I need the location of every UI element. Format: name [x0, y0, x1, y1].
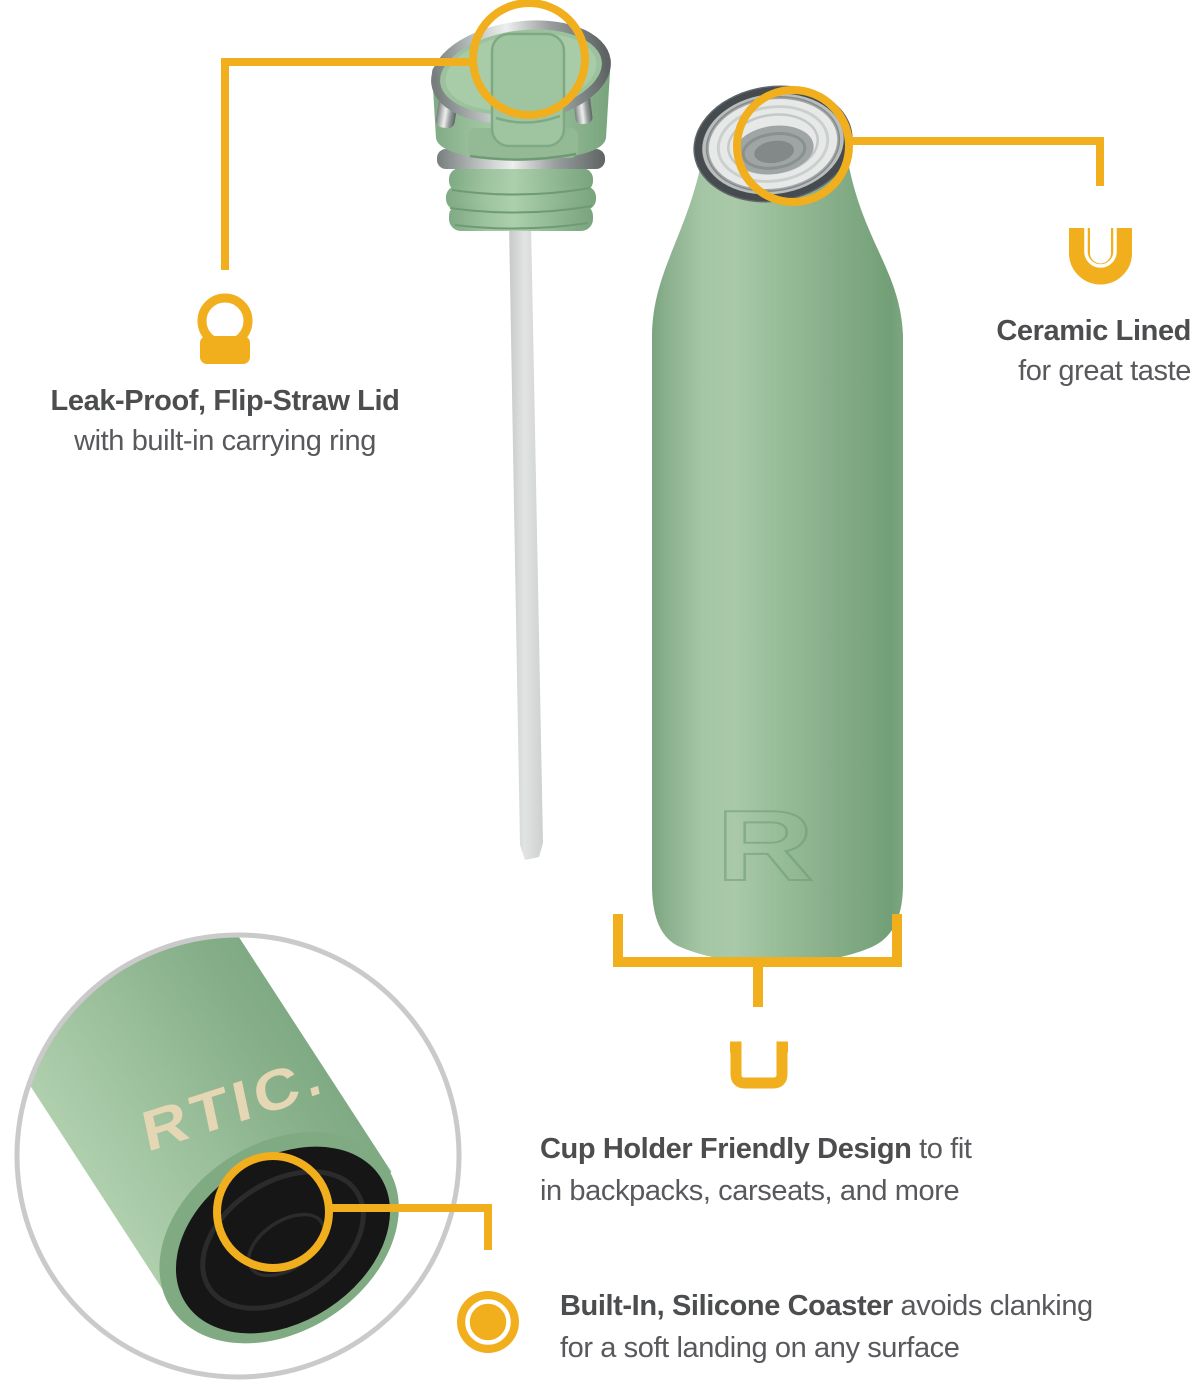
callouts	[213, 0, 1104, 1272]
coaster-feature-title: Built-In, Silicone Coaster	[560, 1290, 893, 1322]
inset-circle-border	[14, 932, 462, 1380]
cup-holder-feature-title: Cup Holder Friendly Design	[540, 1133, 912, 1165]
silicone-coaster-base	[175, 1146, 391, 1334]
inset-bottle-base	[19, 937, 399, 1344]
coaster-callout-line	[331, 1204, 492, 1250]
lid-callout-line	[221, 58, 475, 270]
lid-feature-subtitle: with built-in carrying ring	[74, 425, 376, 457]
ceramic-callout-line	[851, 137, 1104, 186]
cup-holder-feature-line2: in backpacks, carseats, and more	[540, 1175, 960, 1207]
base-inset: RTIC	[14, 932, 462, 1380]
coaster-icon	[457, 1291, 519, 1353]
lid-flip-tab	[468, 32, 578, 161]
lid-feature-title: Leak-Proof, Flip-Straw Lid	[50, 385, 400, 417]
mouth-highlight-circle	[733, 86, 853, 206]
straw	[509, 222, 543, 860]
ceramic-feature-subtitle: for great taste	[1018, 355, 1191, 387]
cup-holder-bracket	[613, 914, 902, 1007]
ceramic-feature-label: Ceramic Lined for great taste	[996, 311, 1191, 391]
lid-threads	[446, 168, 596, 231]
bottle-body	[652, 150, 903, 964]
cup-holder-feature-title-rest: to fit	[911, 1133, 972, 1165]
coaster-feature-line2: for a soft landing on any surface	[560, 1332, 960, 1364]
ceramic-lining-icon	[1069, 228, 1132, 285]
carrying-ring-icon	[197, 293, 253, 364]
bottle: R	[652, 85, 903, 964]
bottle-embossed-logo: R	[716, 790, 813, 902]
ceramic-feature-title: Ceramic Lined	[996, 315, 1191, 347]
cup-holder-icon	[730, 1041, 788, 1089]
lid-feature-label: Leak-Proof, Flip-Straw Lid with built-in…	[15, 381, 435, 461]
coaster-highlight-circle	[213, 1152, 333, 1272]
cup-holder-feature-label: Cup Holder Friendly Design to fit in bac…	[540, 1128, 972, 1212]
coaster-feature-label: Built-In, Silicone Coaster avoids clanki…	[560, 1285, 1093, 1369]
coaster-feature-title-rest: avoids clanking	[892, 1290, 1093, 1322]
